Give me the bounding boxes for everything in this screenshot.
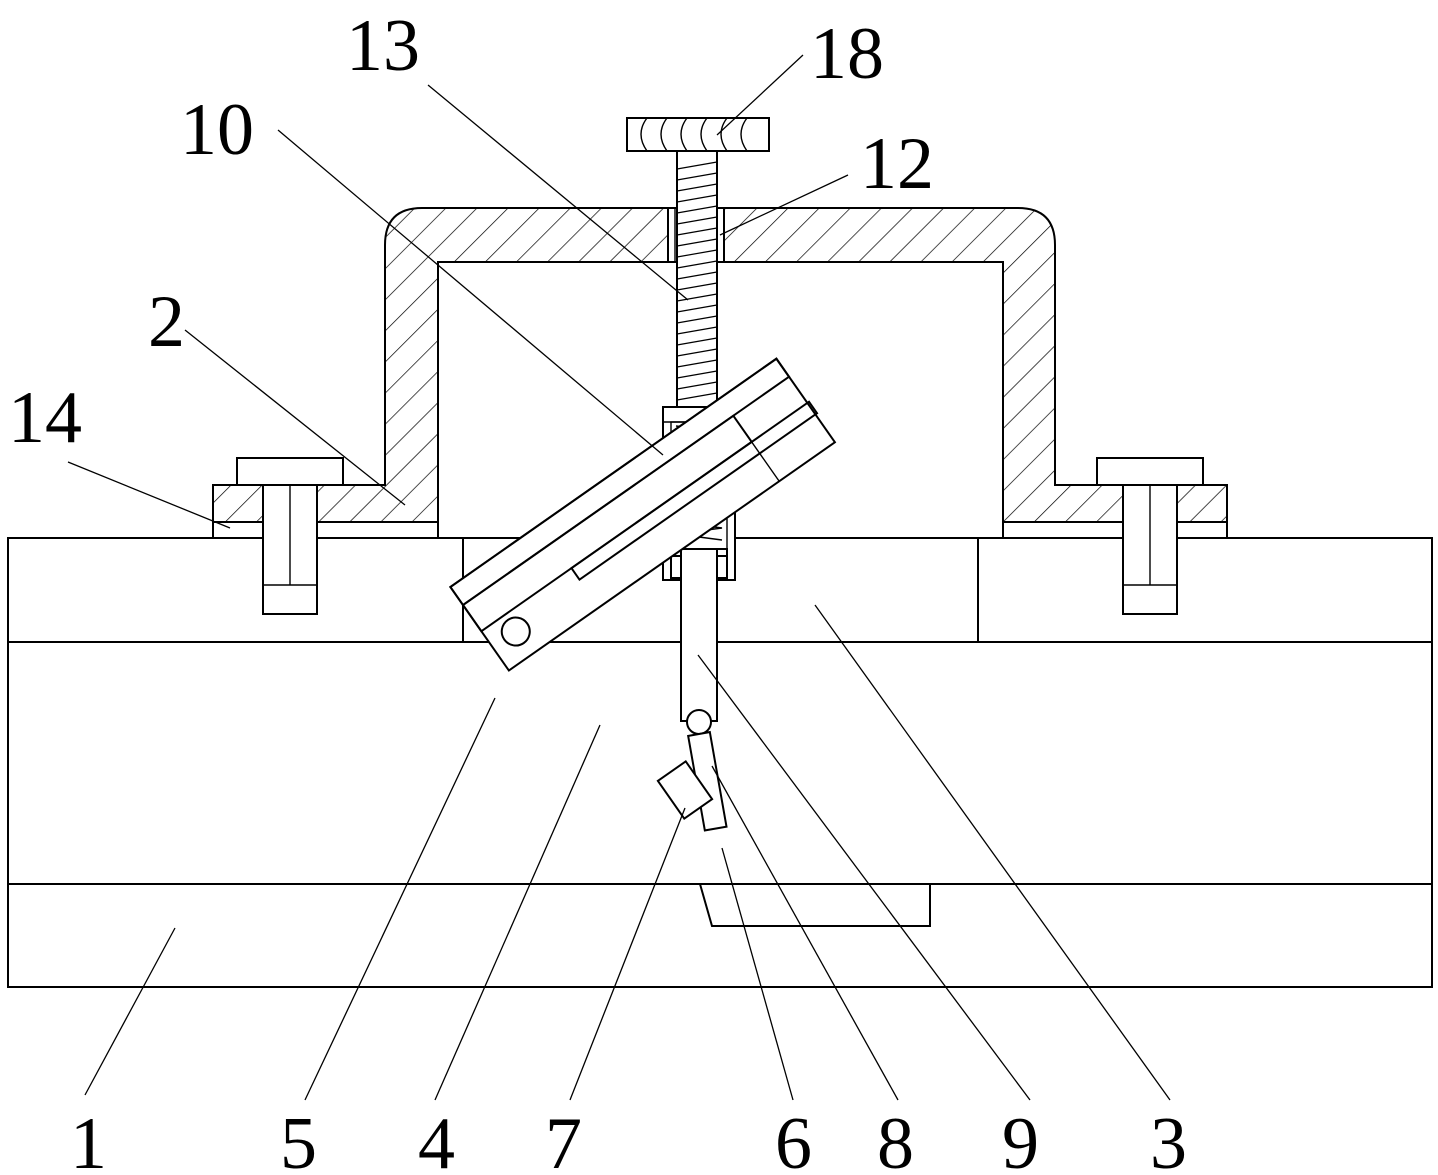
label-18: 18 — [810, 13, 884, 95]
thread-line — [676, 194, 718, 203]
thread-line — [676, 249, 718, 258]
push-rod — [680, 548, 728, 832]
slider-block — [656, 760, 714, 820]
thread-line — [676, 216, 718, 225]
valve-plate — [448, 357, 837, 672]
thread-line — [676, 370, 718, 379]
thread-line — [676, 326, 718, 335]
label-8: 8 — [877, 1103, 914, 1175]
label-5: 5 — [280, 1103, 317, 1175]
thread-line — [676, 271, 718, 280]
thread-line — [676, 238, 718, 247]
label-14: 14 — [8, 377, 82, 459]
screw-rod — [676, 150, 718, 410]
thread-line — [676, 205, 718, 214]
label-7: 7 — [545, 1103, 582, 1175]
reference-numerals: 18 13 10 12 2 14 1 5 4 7 6 8 9 3 — [8, 5, 1187, 1175]
thread-line — [676, 172, 718, 181]
thread-line — [676, 227, 718, 236]
thread-line — [676, 293, 718, 302]
adjust-knob — [626, 117, 770, 152]
label-4: 4 — [418, 1103, 455, 1175]
thread-line — [676, 260, 718, 269]
thread-line — [676, 381, 718, 390]
label-2: 2 — [148, 281, 185, 363]
label-10: 10 — [180, 89, 254, 171]
leader-lines — [67, 54, 1171, 1101]
thread-line — [676, 337, 718, 346]
thread-line — [676, 315, 718, 324]
cover-housing — [212, 207, 1228, 615]
pipe-body — [7, 537, 1433, 988]
thread-line — [676, 304, 718, 313]
thread-line — [676, 161, 718, 170]
label-1: 1 — [70, 1103, 107, 1175]
label-3: 3 — [1150, 1103, 1187, 1175]
thread-line — [676, 392, 718, 401]
label-13: 13 — [346, 5, 420, 87]
thread-line — [676, 282, 718, 291]
label-12: 12 — [860, 123, 934, 205]
label-9: 9 — [1002, 1103, 1039, 1175]
label-6: 6 — [775, 1103, 812, 1175]
thread-line — [676, 348, 718, 357]
thread-line — [676, 359, 718, 368]
thread-line — [676, 183, 718, 192]
